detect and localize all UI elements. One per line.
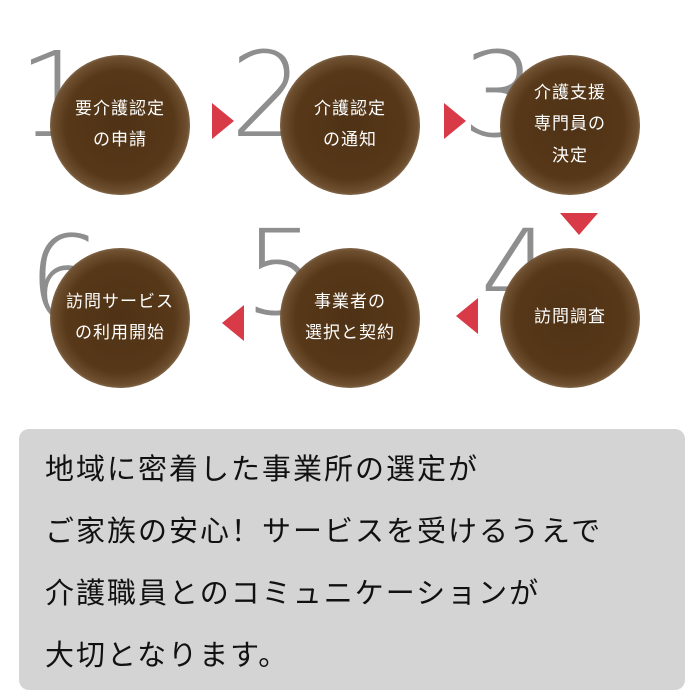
step-6-label-line-2: の利用開始	[75, 323, 165, 343]
step-1-label-line-1: 要介護認定	[75, 98, 165, 119]
step-5-circle: 事業者の 選択と契約	[280, 248, 420, 388]
step-5-label-line-1: 事業者の	[314, 291, 386, 312]
message-line-1: 地域に密着した事業所の選定が	[45, 452, 480, 486]
arrow-1-to-2	[212, 103, 234, 139]
message-line-3: 介護職員とのコミュニケーションが	[45, 576, 541, 610]
step-2-label: 介護認定 の通知	[314, 94, 386, 157]
step-2-label-line-2: の通知	[323, 130, 377, 150]
step-1-label: 要介護認定 の申請	[75, 94, 165, 157]
step-6-label-line-1: 訪問サービス	[66, 291, 174, 312]
step-1-circle: 要介護認定 の申請	[50, 55, 190, 195]
step-2-circle: 介護認定 の通知	[280, 55, 420, 195]
message-line-2: ご家族の安心！サービスを受けるうえで	[45, 514, 603, 548]
step-5-label-line-2: 選択と契約	[305, 323, 395, 343]
step-5-label: 事業者の 選択と契約	[305, 287, 395, 350]
step-3-label-line-2: 専門員の	[534, 114, 606, 135]
step-2-label-line-1: 介護認定	[314, 98, 386, 119]
step-3-label: 介護支援 専門員の 決定	[534, 78, 606, 172]
step-3-circle: 介護支援 専門員の 決定	[500, 55, 640, 195]
arrow-2-to-3	[444, 103, 466, 139]
message-box: 地域に密着した事業所の選定が ご家族の安心！サービスを受けるうえで 介護職員との…	[19, 429, 685, 690]
arrow-5-to-6	[222, 305, 244, 341]
arrow-3-to-4	[560, 213, 598, 235]
step-1-label-line-2: の申請	[93, 130, 147, 150]
arrow-4-to-5	[456, 298, 478, 334]
message-line-4: 大切となります。	[45, 638, 290, 672]
step-3-label-line-1: 介護支援	[534, 82, 606, 103]
step-4-circle: 訪問調査	[500, 248, 640, 388]
step-3-label-line-3: 決定	[552, 145, 588, 166]
step-6-circle: 訪問サービス の利用開始	[50, 248, 190, 388]
step-4-label: 訪問調査	[534, 302, 606, 333]
step-4-label-line-1: 訪問調査	[534, 307, 606, 328]
step-6-label: 訪問サービス の利用開始	[66, 287, 174, 350]
